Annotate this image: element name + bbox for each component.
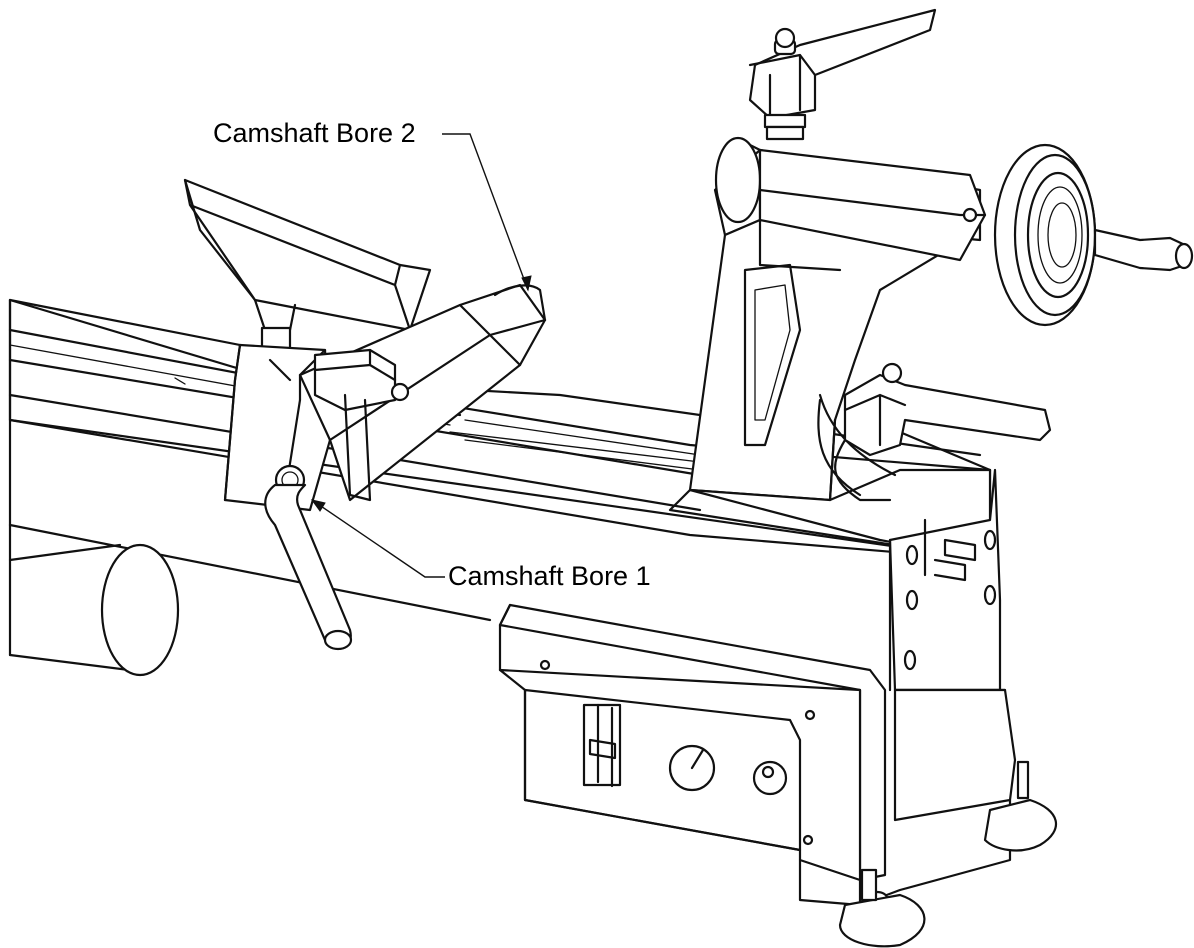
callout-label-bore-2: Camshaft Bore 2	[213, 118, 416, 148]
lock-lever	[264, 464, 353, 651]
handwheel	[993, 143, 1194, 327]
spindle-lock-handle	[748, 8, 937, 141]
callout-label-bore-1: Camshaft Bore 1	[448, 561, 651, 591]
headstock-lock-handle	[834, 362, 1052, 502]
motor-base	[498, 468, 1017, 907]
spindle-housing	[758, 148, 987, 262]
callout-camshaft-bore-2: Camshaft Bore 2	[213, 118, 532, 292]
tool-rest	[183, 178, 432, 352]
callout-camshaft-bore-1: Camshaft Bore 1	[310, 499, 651, 591]
bed-tube	[8, 543, 180, 677]
banjo	[223, 283, 547, 512]
rubber-feet	[838, 760, 1058, 948]
